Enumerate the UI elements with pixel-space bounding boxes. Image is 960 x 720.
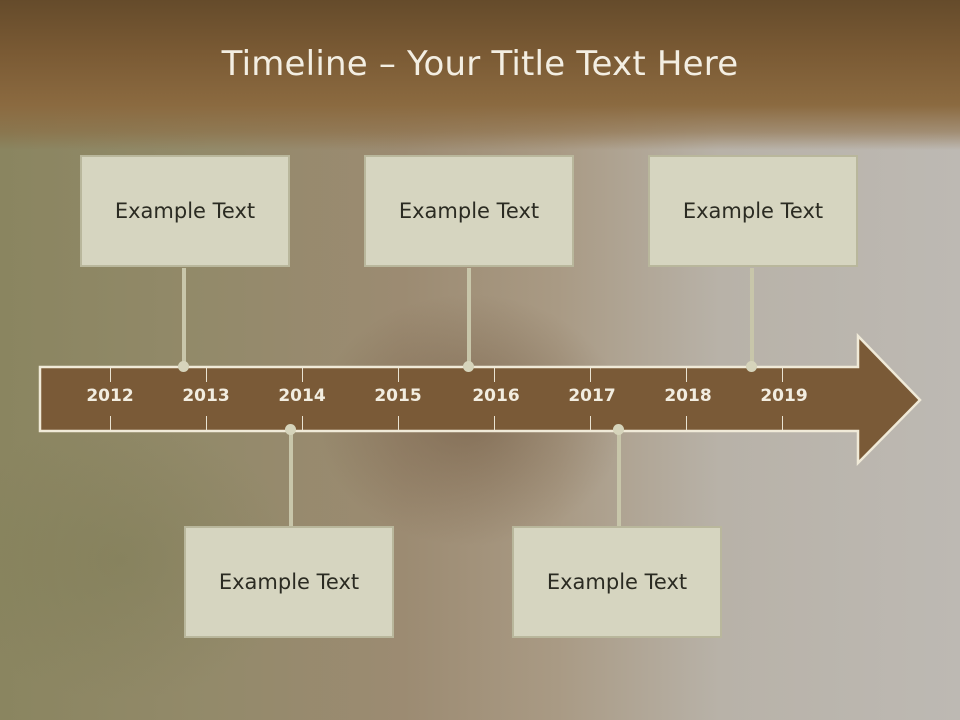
year-tick-top bbox=[494, 368, 495, 382]
connector-dot bbox=[178, 361, 189, 372]
connector-line bbox=[467, 268, 471, 366]
year-label-2012: 2012 bbox=[86, 386, 134, 406]
timeline-card-top-3: Example Text bbox=[648, 155, 858, 267]
connector-line bbox=[289, 430, 293, 528]
timeline-card-bottom-1: Example Text bbox=[184, 526, 394, 638]
year-tick-bottom bbox=[782, 416, 783, 430]
timeline-card-top-1: Example Text bbox=[80, 155, 290, 267]
year-label-2019: 2019 bbox=[760, 386, 808, 406]
year-label-2017: 2017 bbox=[568, 386, 616, 406]
timeline-card-top-2: Example Text bbox=[364, 155, 574, 267]
year-tick-top bbox=[398, 368, 399, 382]
connector-dot bbox=[463, 361, 474, 372]
year-tick-top bbox=[590, 368, 591, 382]
year-label-2018: 2018 bbox=[664, 386, 712, 406]
card-text: Example Text bbox=[682, 199, 824, 223]
card-text: Example Text bbox=[218, 570, 360, 594]
year-label-2013: 2013 bbox=[182, 386, 230, 406]
connector-line bbox=[182, 268, 186, 366]
year-tick-bottom bbox=[110, 416, 111, 430]
year-tick-bottom bbox=[206, 416, 207, 430]
slide-title: Timeline – Your Title Text Here bbox=[221, 44, 739, 84]
year-tick-top bbox=[110, 368, 111, 382]
year-tick-bottom bbox=[494, 416, 495, 430]
year-tick-top bbox=[302, 368, 303, 382]
year-tick-top bbox=[782, 368, 783, 382]
connector-line bbox=[750, 268, 754, 366]
year-label-2016: 2016 bbox=[472, 386, 520, 406]
card-text: Example Text bbox=[546, 570, 688, 594]
year-label-2015: 2015 bbox=[374, 386, 422, 406]
title-banner bbox=[0, 0, 960, 150]
year-label-2014: 2014 bbox=[278, 386, 326, 406]
connector-dot bbox=[746, 361, 757, 372]
card-text: Example Text bbox=[114, 199, 256, 223]
year-tick-bottom bbox=[398, 416, 399, 430]
timeline-card-bottom-2: Example Text bbox=[512, 526, 722, 638]
year-tick-bottom bbox=[590, 416, 591, 430]
connector-dot bbox=[613, 424, 624, 435]
card-text: Example Text bbox=[398, 199, 540, 223]
year-tick-top bbox=[206, 368, 207, 382]
year-tick-bottom bbox=[302, 416, 303, 430]
year-tick-top bbox=[686, 368, 687, 382]
connector-line bbox=[617, 430, 621, 528]
year-tick-bottom bbox=[686, 416, 687, 430]
connector-dot bbox=[285, 424, 296, 435]
